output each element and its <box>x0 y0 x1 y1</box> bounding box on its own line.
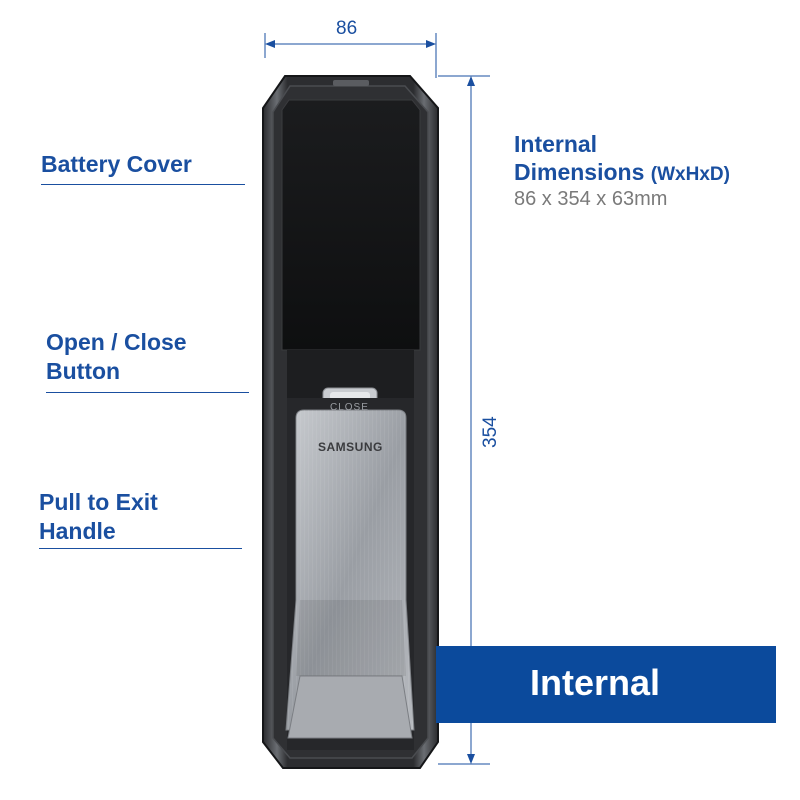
width-dimension-value: 86 <box>336 18 358 39</box>
internal-banner-text: Internal <box>530 662 661 703</box>
pull-exit-rule <box>39 548 242 549</box>
brand-logo-text: SAMSUNG <box>318 440 383 454</box>
battery-cover-panel <box>281 99 421 351</box>
height-dimension-value: 354 <box>480 416 501 448</box>
open-close-rule <box>46 392 249 393</box>
pull-exit-label: Pull to Exit Handle <box>39 489 158 544</box>
open-close-label: Open / Close Button <box>46 329 187 384</box>
internal-banner <box>436 646 776 723</box>
dimensions-value: 86 x 354 x 63mm <box>514 188 668 210</box>
dimensions-title: Internal Dimensions (WxHxD) <box>514 131 730 185</box>
battery-cover-label: Battery Cover <box>41 151 192 177</box>
battery-cover-notch <box>333 80 369 86</box>
close-button-text: CLOSE <box>330 402 369 413</box>
battery-cover-rule <box>41 184 245 185</box>
